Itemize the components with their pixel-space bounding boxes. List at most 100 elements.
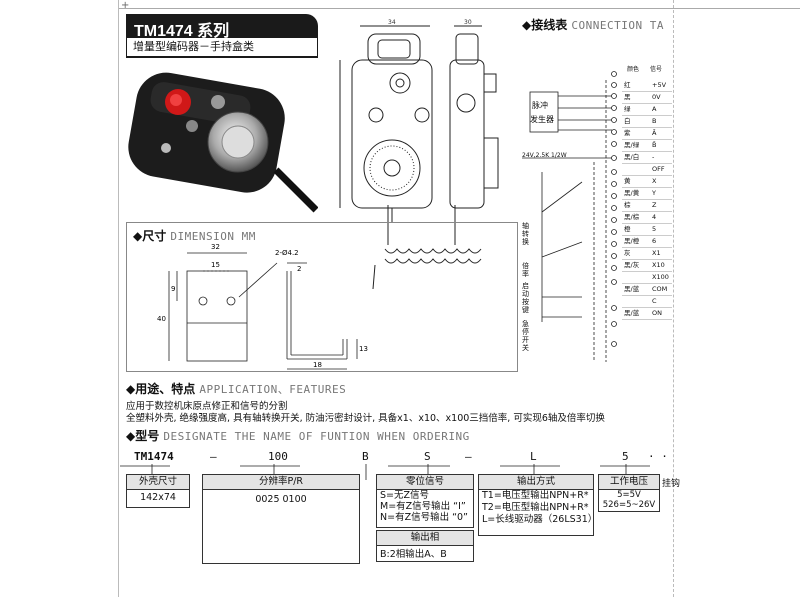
group-mult-label: 倍率 [522,262,529,278]
connection-row-signal: A [652,105,657,113]
connection-row-signal: 4 [652,213,657,221]
connection-row-signal: Z [652,201,657,209]
cable-illustration [372,205,482,290]
power-note: 24V,2.5K 1/2W [522,152,567,159]
connection-row-color: 灰 [624,249,631,257]
connection-row-signal: C [652,297,657,305]
ordering-title: ◆型号 [126,429,160,443]
order-code-s: S [424,450,431,463]
connection-row-signal: Ā [652,129,657,137]
box-shell-size-head: 外壳尺寸 [127,475,189,490]
box-resolution: 分辨率P/R 0025 0100 [202,474,360,564]
connection-row: 黑/白- [622,152,672,164]
connection-row-color: 红 [624,81,631,89]
order-code-tail: · · [648,450,668,463]
connection-row-signal: B [652,117,657,125]
connection-row-color: 黑/棕 [624,213,640,221]
col-color: 颜色 [627,66,640,73]
order-code-dash1: — [210,450,217,463]
pulse-gen-label-2: 发生器 [530,115,554,124]
connection-row-color: 白 [624,117,631,125]
box-output-mode: 输出方式 T1=电压型输出NPN+R* T2=电压型输出NPN+R* L=长线驱… [478,474,598,536]
order-code-l: L [530,450,537,463]
group-estop-label: 急停开关 [522,320,529,352]
box-phase-val: B:2相输出A、B [380,549,447,560]
dim-40: 40 [157,315,166,323]
side-note: 挂钩 [662,479,681,489]
dim-32: 32 [211,243,220,251]
connection-row-signal: +5V [652,81,667,89]
box-output-3: L=长线驱动器（26LS31） [482,514,598,525]
connection-row-color: 紫 [624,129,631,137]
connection-row-color: 黑 [624,93,631,101]
anchor-mark: + [121,0,130,11]
pulse-gen-label-1: 脉冲 [532,101,548,110]
box-phase-head: 输出相 [377,531,473,546]
connection-row-signal: X100 [652,273,669,281]
box-zero-2: M=有Z信号输出 “I” [380,501,466,512]
col-signal: 信号 [650,66,663,73]
connection-heading: ◆接线表 CONNECTION TA [522,16,664,33]
connection-row-color: 黑/黄 [624,189,640,197]
dimension-panel: ◆尺寸 DIMENSION MM 32 15 9 40 2-Ø4. [126,222,518,372]
order-code-model: TM1474 [134,450,174,463]
box-resolution-val: 0025 0100 [255,494,307,505]
connection-row: C [622,296,672,308]
connection-row: X100 [622,272,672,284]
features-line-1: 应用于数控机床原点修正和信号的分割 [126,401,288,412]
box-output-1: T1=电压型输出NPN+R* [482,490,589,501]
box-output-phase: 输出相 B:2相输出A、B [376,530,474,562]
connection-row-signal: COM [652,285,668,293]
connection-table: 颜色 信号 脉冲 发生器 24V,2.5K 1/2W 轴转换 倍率 启动按键 急… [522,62,672,367]
group-axis-label: 轴转换 [522,222,529,246]
connection-row-signal: B̄ [652,141,657,149]
coiled-cable [355,205,515,300]
connection-row-color: 黑/绿 [624,141,640,149]
box-shell-size: 外壳尺寸 142x74 [126,474,190,508]
dimension-title: ◆尺寸 [133,229,167,243]
connection-row-signal: X10 [652,261,665,269]
ordering-title-en: DESIGNATE THE NAME OF FUNTION WHEN ORDER… [163,430,470,443]
connection-row-color: 黄 [624,177,631,185]
order-code-ppr: 100 [268,450,288,463]
box-resolution-head: 分辨率P/R [203,475,359,490]
dim-9: 9 [171,285,175,293]
connection-row: 黑/棕 4 [622,212,672,224]
box-voltage-1: 5=5V [617,490,641,500]
box-voltage-2: 526=5~26V [602,500,656,510]
box-zero-signal: 零位信号 S=无Z信号 M=有Z信号输出 “I” N=有Z信号输出 “0” [376,474,474,528]
page-top-rule [118,8,800,9]
connection-row-signal: X1 [652,249,661,257]
connection-row-signal: X [652,177,657,185]
dim-15: 15 [211,261,220,269]
box-output-head: 输出方式 [479,475,593,490]
connection-row-color: 橙 [624,225,631,233]
dimension-heading: ◆尺寸 DIMENSION MM [133,227,256,244]
connection-row-signal: 5 [652,225,657,233]
features-title: ◆用途、特点 [126,382,196,396]
page-right-margin [673,0,675,597]
features-line-2: 全塑料外壳, 绝缘强度高, 具有轴转换开关, 防油污密封设计, 具备x1、x10… [126,413,605,424]
dimension-title-en: DIMENSION MM [170,230,256,243]
connection-row: 黑/绿 B̄ [622,140,672,152]
dim-13: 13 [359,345,368,353]
product-photo [126,60,318,216]
box-output-2: T2=电压型输出NPN+R* [482,502,589,513]
features-title-en: APPLICATION、FEATURES [199,383,347,396]
connection-row-signal: OFF [652,165,665,173]
dim-top-width: 34 [388,19,396,26]
features-heading: ◆用途、特点 APPLICATION、FEATURES [126,380,346,397]
connection-row: 灰 X1 [622,248,672,260]
connection-title-en: CONNECTION TA [571,19,665,32]
dim-18: 18 [313,361,322,369]
connection-row-color: 黑/橙 [624,237,640,245]
box-voltage-head: 工作电压 [599,475,659,490]
